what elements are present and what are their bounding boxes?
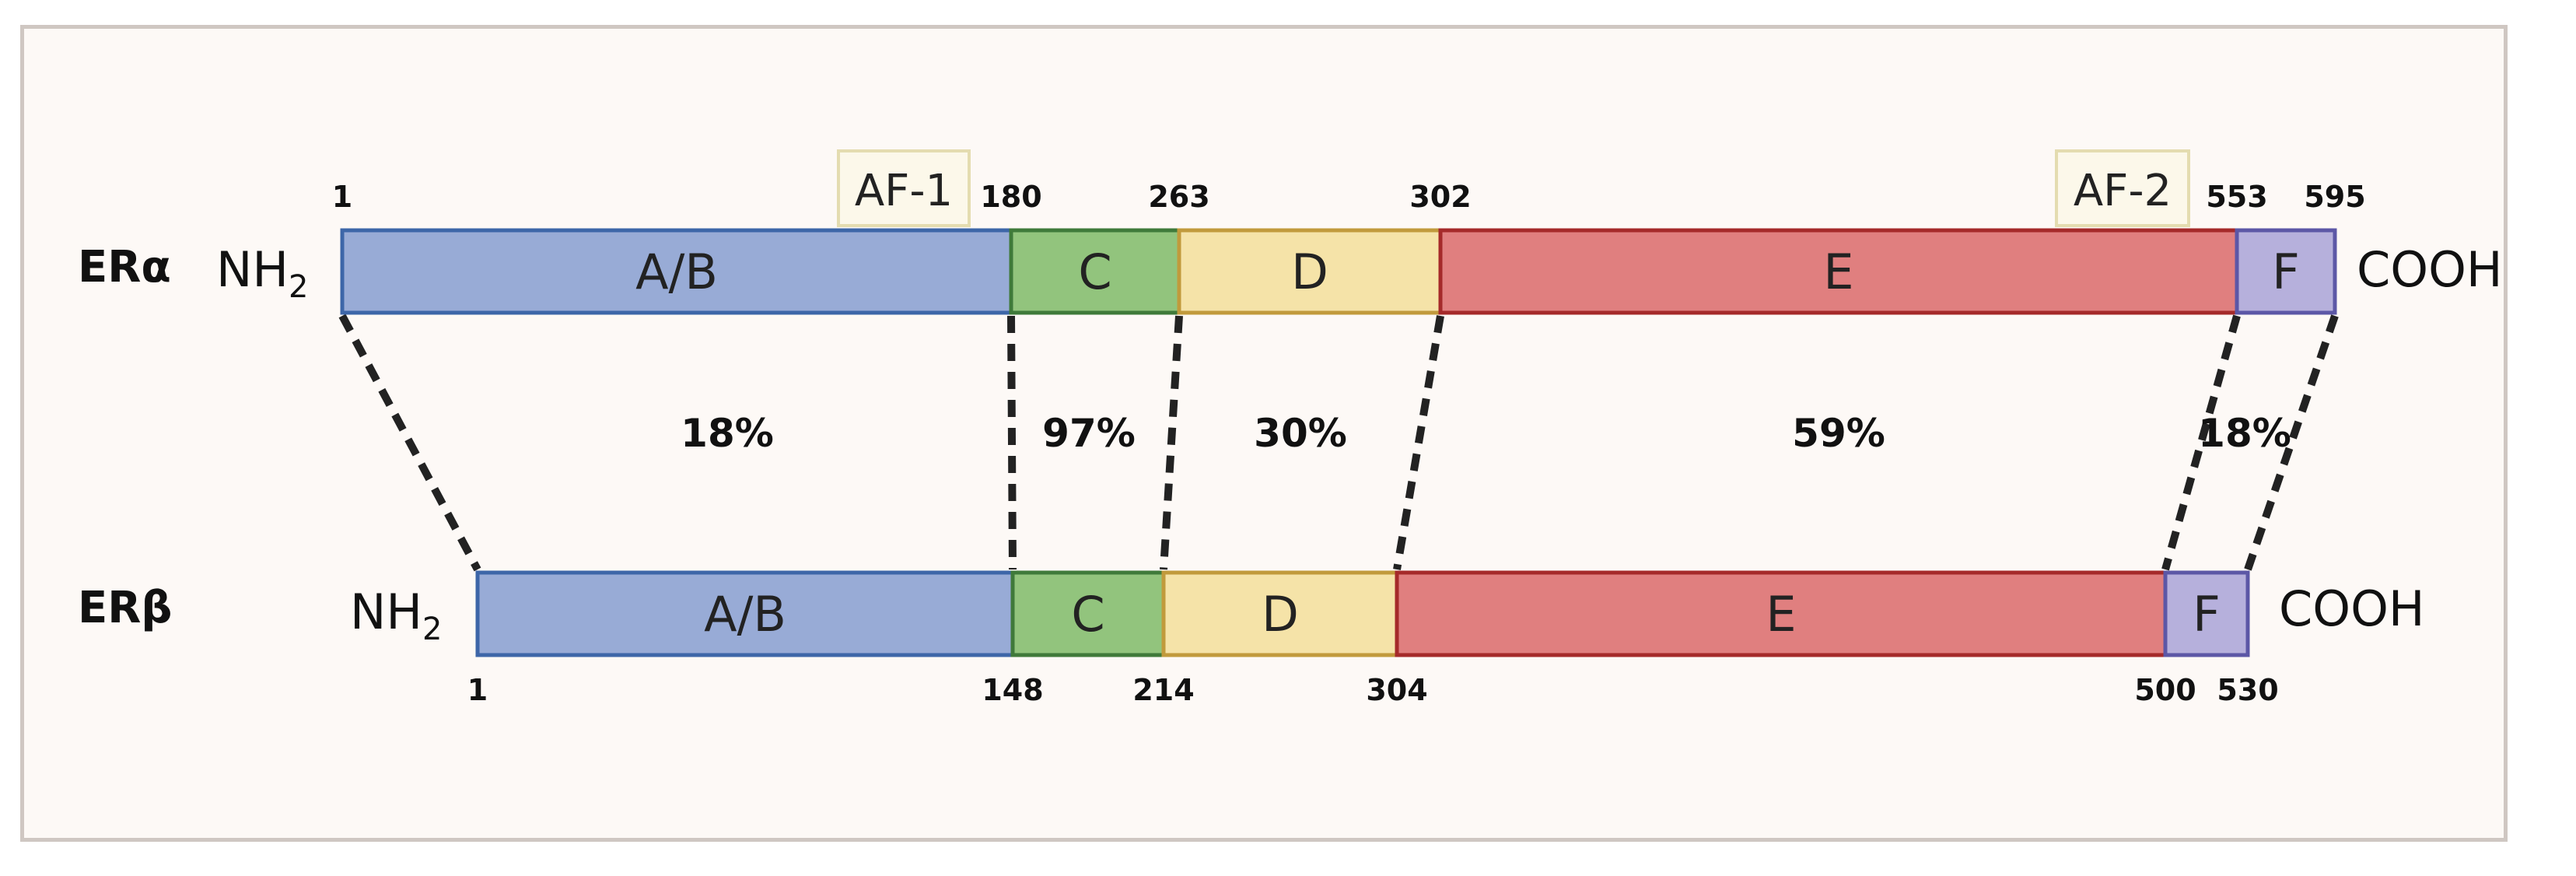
homology-connector-3 (1160, 315, 1183, 570)
homology-connector-5 (2161, 314, 2241, 571)
er-beta-domain-ab (475, 570, 1015, 657)
er-alpha-domain-d-label: D (1291, 244, 1328, 300)
er-beta-row: ERβ NH2 A/B C D E F 1 148 214 304 500 530 COOH (78, 570, 2425, 707)
homology-f: 18% (2198, 411, 2291, 456)
er-beta-n-terminus-sub: 2 (422, 611, 442, 647)
er-alpha-domain-c (1009, 228, 1181, 315)
er-beta-position-148: 148 (982, 673, 1043, 707)
er-alpha-position-263: 263 (1148, 180, 1209, 214)
er-alpha-n-terminus-text: NH (216, 241, 289, 298)
er-beta-domain-f (2163, 570, 2250, 657)
er-beta-position-530: 530 (2217, 673, 2278, 707)
er-beta-label: ERβ (78, 583, 172, 633)
er-beta-position-304: 304 (1366, 673, 1427, 707)
homology-connectors (338, 314, 2339, 572)
er-alpha-domain-e (1438, 228, 2239, 315)
er-alpha-position-302: 302 (1409, 180, 1471, 214)
homology-d: 30% (1254, 411, 1347, 456)
homology-c: 97% (1042, 411, 1136, 456)
er-alpha-n-terminus-sub: 2 (289, 269, 308, 305)
er-alpha-domain-d (1177, 228, 1443, 315)
er-beta-position-214: 214 (1132, 673, 1194, 707)
er-alpha-domain-e-label: E (1823, 244, 1853, 300)
er-alpha-position-553: 553 (2206, 180, 2267, 214)
homology-connector-6 (2244, 314, 2339, 571)
er-alpha-row: ERα NH2 A/B C D E F 1 180 263 302 553 595 COOH (78, 180, 2503, 315)
homology-connector-4 (1393, 315, 1444, 570)
er-alpha-n-terminus: NH2 (216, 241, 308, 305)
homology-connector-1 (338, 314, 481, 572)
er-beta-c-terminus: COOH (2279, 580, 2425, 637)
er-beta-domain-e (1395, 570, 2168, 657)
er-beta-n-terminus-text: NH (350, 583, 422, 640)
er-alpha-label: ERα (78, 242, 171, 293)
er-beta-position-500: 500 (2134, 673, 2196, 707)
er-beta-domain-c-label: C (1071, 586, 1104, 643)
er-beta-domain-e-label: E (1766, 586, 1796, 643)
homology-connector-2 (1007, 315, 1017, 570)
af-2-label: AF-2 (2074, 166, 2172, 216)
er-beta-domain-d-label: D (1262, 586, 1299, 643)
er-alpha-domain-c-label: C (1078, 244, 1111, 300)
er-alpha-position-595: 595 (2304, 180, 2365, 214)
er-alpha-domain-f-label: F (2272, 244, 2300, 300)
er-alpha-domain-ab-label: A/B (635, 244, 718, 300)
er-alpha-position-1: 1 (332, 180, 352, 214)
homology-e: 59% (1792, 411, 1885, 456)
er-beta-domain-d (1161, 570, 1399, 657)
er-beta-position-1: 1 (467, 673, 488, 707)
af-1-box: AF-1 (837, 149, 971, 227)
er-alpha-domain-f (2235, 228, 2337, 315)
er-alpha-position-180: 180 (980, 180, 1041, 214)
af-2-box: AF-2 (2055, 149, 2190, 227)
er-beta-n-terminus: NH2 (350, 583, 442, 647)
er-beta-domain-c (1010, 570, 1166, 657)
er-alpha-c-terminus: COOH (2357, 241, 2503, 298)
er-alpha-domain-ab (340, 228, 1013, 315)
er-beta-domain-ab-label: A/B (704, 586, 786, 643)
homology-percentages: 18% 97% 30% 59% 18% (681, 411, 2291, 456)
er-beta-domain-f-label: F (2193, 586, 2221, 643)
af-1-label: AF-1 (855, 166, 953, 216)
homology-ab: 18% (681, 411, 774, 456)
